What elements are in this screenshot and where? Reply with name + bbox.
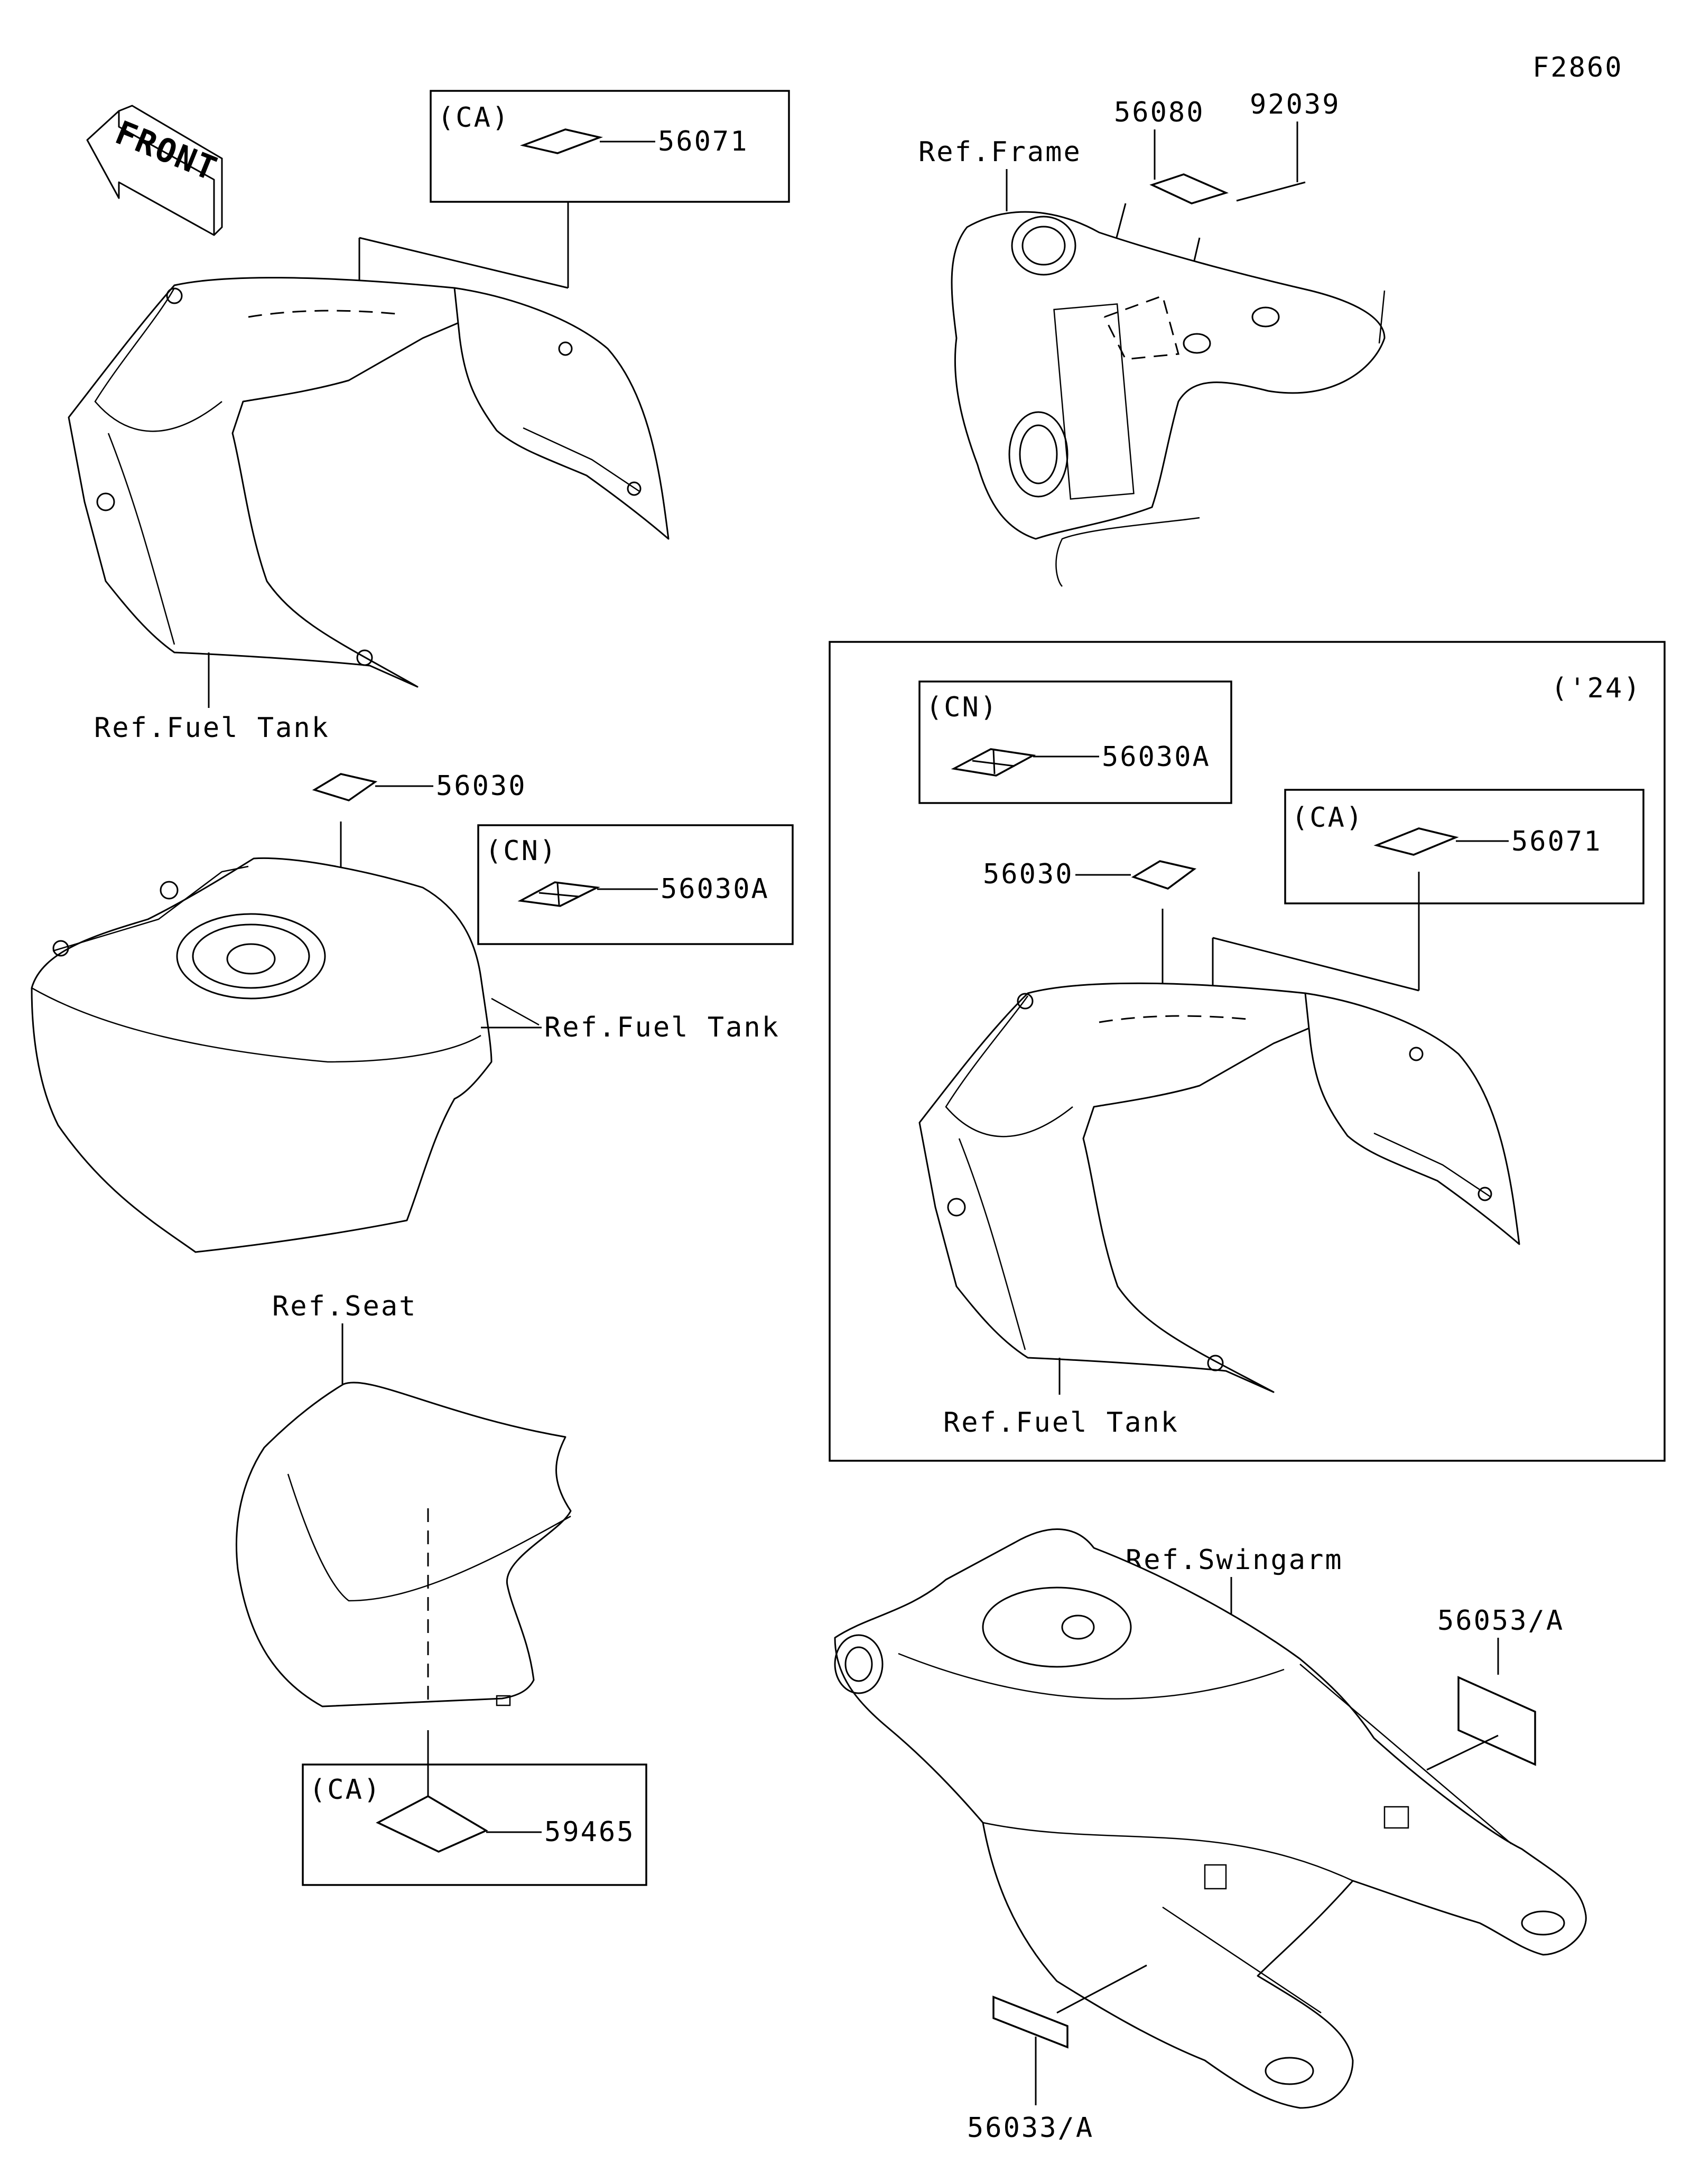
decal-56071-top [519, 128, 603, 154]
ref-seat: Ref.Seat [272, 1291, 417, 1322]
frame-section: Ref.Frame 56080 92039 [918, 89, 1386, 587]
decal-56053A [1457, 1676, 1536, 1766]
ca-box-59465 [302, 1763, 647, 1886]
variant-24-label: ('24) [1551, 673, 1642, 704]
variant-24-box [829, 641, 1666, 1462]
decal-56080 [1149, 173, 1229, 204]
decal-56033A [992, 1995, 1069, 2049]
figure-id: F2860 [1532, 52, 1623, 83]
decal-56030-variant [1131, 860, 1197, 890]
ref-fuel-tank-mid: Ref.Fuel Tank [544, 1012, 780, 1043]
part-56053A: 56053/A [1437, 1605, 1564, 1637]
part-56071-top: 56071 [658, 126, 749, 157]
ref-frame: Ref.Frame [918, 136, 1082, 168]
cn-box-56030A-variant [918, 680, 1232, 804]
part-56080: 56080 [1114, 97, 1205, 128]
part-56033A: 56033/A [967, 2112, 1094, 2144]
part-56030A-variant: 56030A [1102, 741, 1211, 773]
cn-box-56030A-mid [477, 824, 794, 945]
seat-section: Ref.Seat (CA) 59465 [235, 1291, 647, 1886]
decal-56030-mid [312, 773, 378, 801]
fuel-tank-mid: 56030 (CN) 56030A Ref.Fuel Tank [31, 770, 794, 1253]
ref-fuel-tank-variant: Ref.Fuel Tank [943, 1407, 1179, 1439]
front-direction-arrow-icon: FRONT [86, 105, 224, 236]
part-59465: 59465 [544, 1816, 635, 1848]
swingarm-section: Ref.Swingarm 56053/A 56033/A [834, 1528, 1587, 2144]
region-ca-variant: (CA) [1292, 802, 1364, 834]
part-56030-variant: 56030 [983, 858, 1074, 890]
ref-swingarm: Ref.Swingarm [1126, 1544, 1343, 1576]
fuel-tank-cover-top: (CA) 56071 Ref.Fuel Tank [68, 90, 790, 744]
ca-box-56071-top [430, 90, 790, 203]
region-cn-mid: (CN) [485, 835, 558, 867]
part-92039: 92039 [1250, 89, 1341, 120]
region-ca-seat: (CA) [309, 1774, 382, 1806]
ref-fuel-tank-top: Ref.Fuel Tank [94, 712, 330, 744]
part-56030A-mid: 56030A [661, 873, 769, 905]
variant-24-section: ('24) (CN) 56030A (CA) 56071 56030 Ref.F… [829, 641, 1666, 1462]
part-56030-mid: 56030 [436, 770, 527, 802]
region-cn-variant: (CN) [926, 692, 998, 723]
part-56071-variant: 56071 [1511, 826, 1602, 857]
decal-56071-variant [1373, 827, 1459, 856]
ca-box-56071-variant [1284, 789, 1644, 904]
decal-59465 [376, 1795, 488, 1853]
region-ca-top: (CA) [438, 102, 510, 134]
